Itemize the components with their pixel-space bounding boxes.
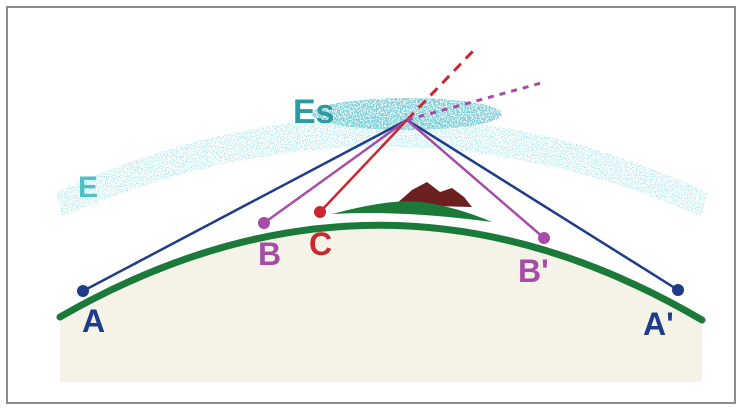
label-e: E — [78, 171, 98, 204]
point-b-marker — [258, 217, 270, 229]
label-a: A — [82, 303, 105, 339]
label-b-prime: B' — [518, 253, 549, 289]
label-c: C — [309, 226, 332, 262]
point-a-marker — [77, 285, 89, 297]
diagram-frame: E Es A A' B B' C — [6, 6, 736, 404]
es-layer-cloud — [312, 98, 502, 130]
label-b: B — [258, 236, 281, 272]
point-a-prime-marker — [672, 284, 684, 296]
point-b-prime-marker — [538, 232, 550, 244]
label-a-prime: A' — [643, 306, 674, 342]
point-c-marker — [314, 206, 326, 218]
earth-surface-fill — [60, 225, 702, 382]
label-es: Es — [293, 93, 335, 131]
